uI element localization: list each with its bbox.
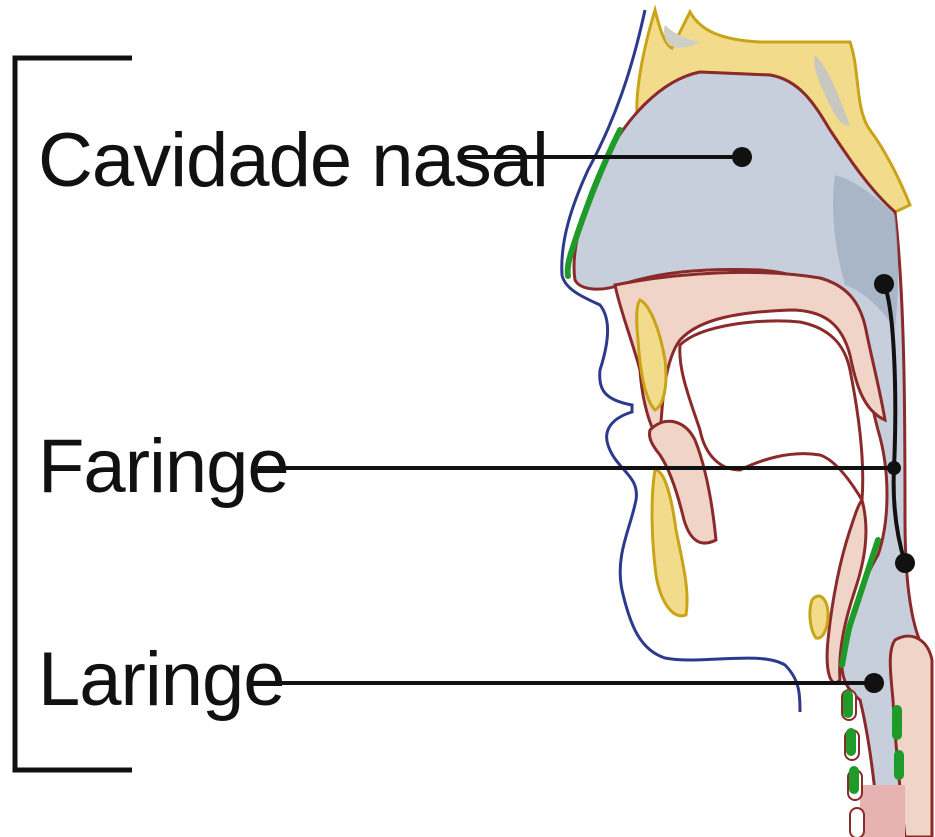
label-pharynx: Faringe xyxy=(38,424,289,509)
oral-cavity xyxy=(680,321,863,500)
pointer-dot-nasal-cavity xyxy=(732,147,752,167)
label-nasal-cavity: Cavidade nasal xyxy=(38,118,548,203)
label-larynx: Laringe xyxy=(38,637,285,722)
pointer-dot-pharynx-top xyxy=(874,274,894,294)
trachea-lumen xyxy=(860,785,905,837)
epiglottis xyxy=(810,596,828,638)
head-neck-illustration xyxy=(562,10,932,837)
pointer-dot-larynx xyxy=(864,673,884,693)
pointer-dot-pharynx-middle xyxy=(887,461,901,475)
pointer-dot-pharynx-bottom xyxy=(895,553,915,573)
